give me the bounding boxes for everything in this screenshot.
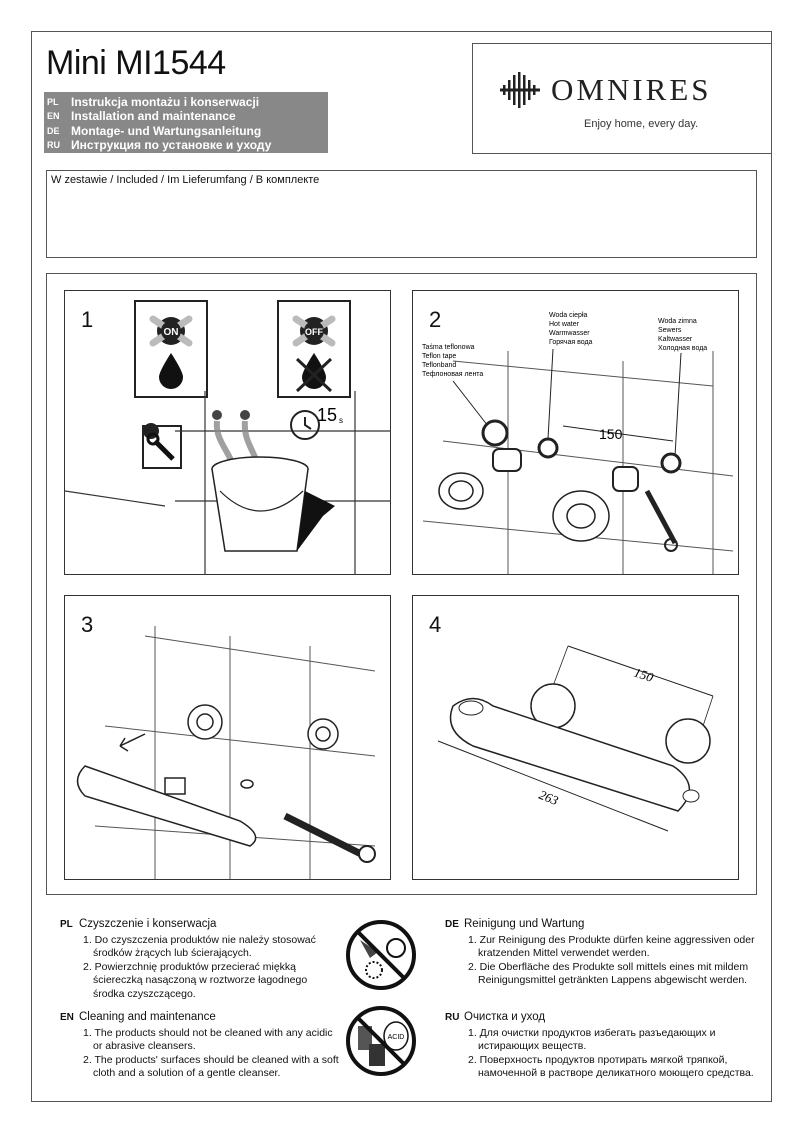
step-3-panel: 3: [64, 595, 391, 880]
logo-box: [472, 43, 772, 154]
dim-bottom: 263: [537, 787, 561, 808]
dim-top: 150: [632, 665, 656, 685]
step-4-panel: 4 150 263: [412, 595, 739, 880]
care-de-heading: Reinigung und Wartung: [464, 918, 585, 930]
included-label: W zestawie / Included / Im Lieferumfang …: [51, 174, 320, 186]
care-pl-item: 1. Do czyszczenia produktów nie należy s…: [83, 933, 316, 960]
care-en-item: 2. The products' surfaces should be clea…: [83, 1053, 339, 1080]
on-label: ON: [164, 327, 179, 338]
steps-container: [46, 273, 757, 895]
care-de-item: 1. Zur Reinigung des Produkte dürfen kei…: [468, 933, 755, 960]
step-4-illustration: 150 263: [437, 645, 714, 832]
step-number: 3: [81, 612, 94, 637]
hot-label-3: Горячая вода: [549, 339, 593, 346]
care-pl-heading: Czyszczenie i konserwacja: [79, 918, 217, 930]
step-number: 1: [81, 307, 94, 332]
timer-value: 15: [317, 405, 337, 425]
hot-label-1: Hot water: [549, 321, 580, 328]
arrow-icon: [119, 733, 146, 752]
included-box: [46, 170, 757, 258]
care-ru-item: 1. Для очистки продуктов избегать разъед…: [468, 1026, 716, 1053]
off-label: OFF: [305, 327, 323, 337]
teflon-label-0: Taśma teflonowa: [422, 344, 475, 351]
step-2-panel: 2 Taśma teflonowa Teflon tape Teflonband…: [412, 290, 739, 575]
page-frame: [31, 31, 772, 1102]
care-de-item: 2. Die Oberfläche des Produkte soll mitt…: [468, 960, 749, 987]
wrench-icon: [644, 489, 678, 545]
no-acid-icon: ACID: [346, 1006, 416, 1076]
care-en-item: 1. The products should not be cleaned wi…: [83, 1026, 333, 1053]
acid-label: ACID: [388, 1034, 405, 1041]
page-title: Mini MI1544: [46, 44, 226, 82]
teflon-label-2: Teflonband: [422, 362, 456, 369]
cold-label-2: Kaltwasser: [658, 336, 693, 343]
brand-tagline: Enjoy home, every day.: [584, 118, 699, 130]
no-abrasive-icon: [346, 920, 416, 990]
hot-label-0: Woda ciepła: [549, 312, 588, 319]
cold-label-3: Холодная вода: [658, 345, 707, 352]
cross-icon: [295, 357, 333, 393]
wrench-icon: [283, 812, 367, 860]
cold-label-0: Woda zimna: [658, 318, 697, 325]
teflon-label-3: Тефлоновая лента: [422, 371, 483, 378]
clock-icon: [290, 410, 320, 440]
step-2-dimension: 150: [599, 426, 623, 442]
omnires-logo-icon: [500, 72, 540, 108]
care-ru-heading: Очистка и уход: [464, 1011, 546, 1023]
teflon-label-1: Teflon tape: [422, 353, 456, 360]
care-en-heading: Cleaning and maintenance: [79, 1011, 216, 1023]
step-number: 4: [429, 612, 442, 637]
cold-label-1: Sewers: [658, 327, 682, 334]
timer-unit: s: [339, 416, 343, 425]
step-number: 2: [429, 307, 442, 332]
step-1-panel: 1 ON OFF 15 s: [64, 290, 391, 575]
brand-name: OMNIRES: [551, 72, 712, 107]
step-3-illustration: [76, 626, 376, 879]
water-drop-icon: [159, 353, 183, 389]
hot-label-2: Warmwasser: [549, 330, 590, 337]
step-2-illustration: Taśma teflonowa Teflon tape Teflonband Т…: [422, 312, 734, 574]
care-ru-item: 2. Поверхность продуктов протирать мягко…: [468, 1053, 754, 1080]
step-1-illustration: ON OFF 15 s: [65, 300, 390, 574]
care-pl-item: 2. Powierzchnię produktów przecierać mię…: [83, 960, 308, 1000]
